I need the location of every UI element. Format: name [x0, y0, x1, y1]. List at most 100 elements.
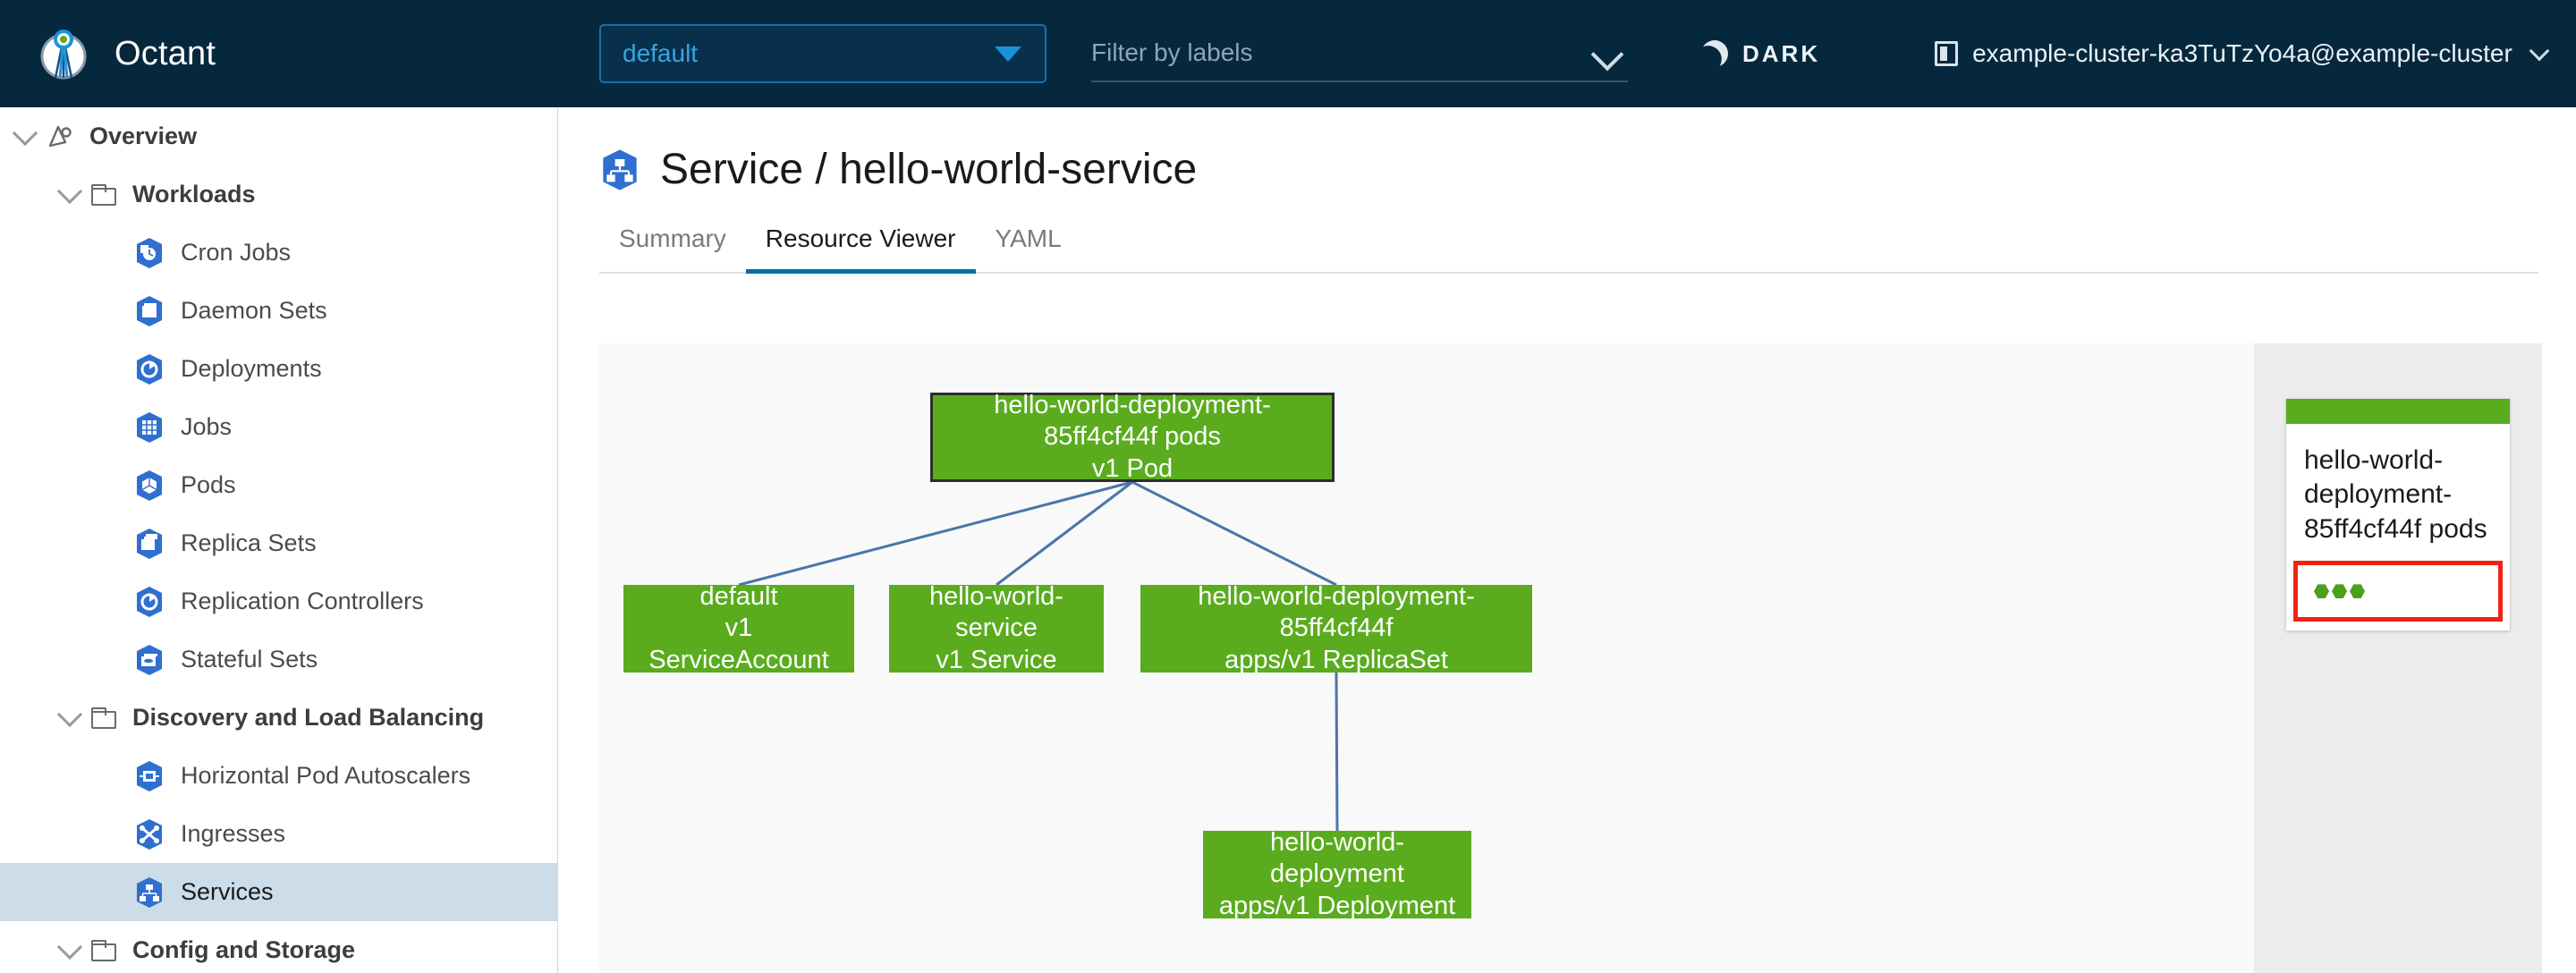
- sidebar-item-services[interactable]: Services: [0, 863, 557, 921]
- service-icon: [599, 148, 640, 191]
- overview-icon: [47, 124, 75, 149]
- detail-card-header: [2286, 399, 2510, 424]
- top-header: Octant default Filter by labels DARK exa…: [0, 0, 2576, 107]
- page-title-text: Service / hello-world-service: [660, 146, 1198, 193]
- cluster-name: example-cluster-ka3TuTzYo4a@example-clus…: [1972, 39, 2512, 67]
- graph-node-kind: v1 ServiceAccount: [648, 613, 829, 674]
- chevron-down-icon[interactable]: [56, 701, 83, 727]
- graph-node-name: hello-world-service: [929, 581, 1063, 643]
- brand[interactable]: Octant: [0, 26, 558, 81]
- folder-icon: [91, 183, 116, 206]
- sidebar-item-label: Jobs: [181, 413, 233, 440]
- sidebar-item-discovery-and-load-balancing[interactable]: Discovery and Load Balancing: [0, 689, 557, 747]
- graph-node-kind: apps/v1 Deployment: [1218, 891, 1456, 920]
- sidebar-item-label: Overview: [89, 123, 198, 149]
- sidebar-item-label: Replication Controllers: [181, 588, 424, 614]
- sidebar-item-label: Pods: [181, 471, 236, 498]
- sidebar-item-daemon-sets[interactable]: Daemon Sets: [0, 282, 557, 340]
- sidebar-item-label: Services: [181, 878, 274, 905]
- pod-status-dot[interactable]: [2314, 584, 2329, 598]
- detail-panel-column: hello-world-deployment-85ff4cf44f pods: [2254, 343, 2542, 973]
- sidebar-item-label: Stateful Sets: [181, 646, 318, 673]
- cronjob-icon: [134, 237, 165, 269]
- chevron-down-icon[interactable]: [12, 120, 38, 146]
- daemonset-icon: [134, 295, 165, 327]
- statefulset-icon: [134, 644, 165, 676]
- chevron-down-icon: [1590, 38, 1624, 72]
- page-title: Service / hello-world-service: [558, 107, 2576, 194]
- folder-icon: [91, 706, 116, 729]
- theme-toggle-label: DARK: [1742, 39, 1821, 67]
- tab-resource-viewer[interactable]: Resource Viewer: [745, 224, 976, 274]
- sidebar-item-workloads[interactable]: Workloads: [0, 165, 557, 224]
- main-content: Service / hello-world-service Summary Res…: [558, 107, 2576, 973]
- tab-summary[interactable]: Summary: [619, 224, 726, 252]
- sidebar-item-replication-controllers[interactable]: Replication Controllers: [0, 572, 557, 630]
- sidebar-item-ingresses[interactable]: Ingresses: [0, 805, 557, 863]
- sidebar-item-cron-jobs[interactable]: Cron Jobs: [0, 224, 557, 282]
- graph-node-kind: apps/v1 ReplicaSet: [1224, 645, 1448, 674]
- theme-toggle[interactable]: DARK: [1701, 40, 1820, 68]
- sidebar-item-label: Ingresses: [181, 820, 286, 847]
- label-filter-placeholder: Filter by labels: [1091, 38, 1253, 66]
- sidebar-item-label: Cron Jobs: [181, 239, 292, 266]
- graph-node-name: default: [699, 581, 778, 611]
- octant-logo-icon: [36, 26, 91, 81]
- graph-node-kind: v1 Service: [936, 645, 1057, 674]
- sidebar-item-overview[interactable]: Overview: [0, 107, 557, 165]
- sidebar-item-pods[interactable]: Pods: [0, 456, 557, 514]
- brand-name: Octant: [114, 34, 216, 72]
- tab-bar: Summary Resource Viewer YAML: [599, 224, 2538, 274]
- sidebar-item-label: Workloads: [132, 181, 256, 207]
- sidebar-item-stateful-sets[interactable]: Stateful Sets: [0, 630, 557, 689]
- cluster-icon: [1935, 41, 1959, 66]
- label-filter[interactable]: Filter by labels: [1091, 25, 1628, 82]
- hpa-icon: [134, 760, 165, 792]
- sidebar-item-label: Discovery and Load Balancing: [132, 704, 485, 731]
- folder-icon: [91, 939, 116, 961]
- sidebar-item-deployments[interactable]: Deployments: [0, 340, 557, 398]
- sidebar-item-replica-sets[interactable]: Replica Sets: [0, 514, 557, 572]
- sidebar-item-label: Horizontal Pod Autoscalers: [181, 762, 471, 789]
- sidebar-item-jobs[interactable]: Jobs: [0, 398, 557, 456]
- pod-status-dot[interactable]: [2332, 584, 2347, 598]
- sidebar-item-horizontal-pod-autoscalers[interactable]: Horizontal Pod Autoscalers: [0, 747, 557, 805]
- pod-status-box[interactable]: [2293, 561, 2503, 622]
- replicaset-icon: [134, 528, 165, 560]
- chevron-down-icon[interactable]: [56, 178, 83, 204]
- chevron-down-icon[interactable]: [56, 934, 83, 960]
- graph-node-kind: v1 Pod: [1091, 453, 1174, 483]
- pod-icon: [134, 470, 165, 502]
- chevron-down-icon: [2529, 40, 2550, 62]
- namespace-selector[interactable]: default: [599, 24, 1046, 83]
- tab-yaml[interactable]: YAML: [995, 224, 1062, 252]
- deployment-icon: [134, 353, 165, 385]
- sidebar-item-label: Daemon Sets: [181, 297, 327, 324]
- graph-node-name: hello-world-deployment-85ff4cf44f: [1198, 581, 1475, 643]
- cluster-selector[interactable]: example-cluster-ka3TuTzYo4a@example-clus…: [1935, 39, 2550, 68]
- ingress-icon: [134, 818, 165, 850]
- namespace-value: default: [623, 39, 699, 67]
- sidebar-item-label: Deployments: [181, 355, 322, 382]
- sidebar-item-label: Config and Storage: [132, 936, 355, 963]
- detail-card[interactable]: hello-world-deployment-85ff4cf44f pods: [2286, 399, 2510, 631]
- sidebar-item-label: Replica Sets: [181, 529, 317, 556]
- moon-icon: [1697, 36, 1732, 71]
- job-icon: [134, 411, 165, 444]
- sidebar-item-config-and-storage[interactable]: Config and Storage: [0, 921, 557, 973]
- graph-node-name: hello-world-deployment: [1270, 827, 1404, 889]
- pod-status-dot[interactable]: [2350, 584, 2365, 598]
- detail-card-title: hello-world-deployment-85ff4cf44f pods: [2304, 445, 2487, 544]
- caret-down-icon: [995, 46, 1021, 62]
- replication-controller-icon: [134, 586, 165, 618]
- graph-node-name: hello-world-deployment-85ff4cf44f pods: [994, 390, 1271, 452]
